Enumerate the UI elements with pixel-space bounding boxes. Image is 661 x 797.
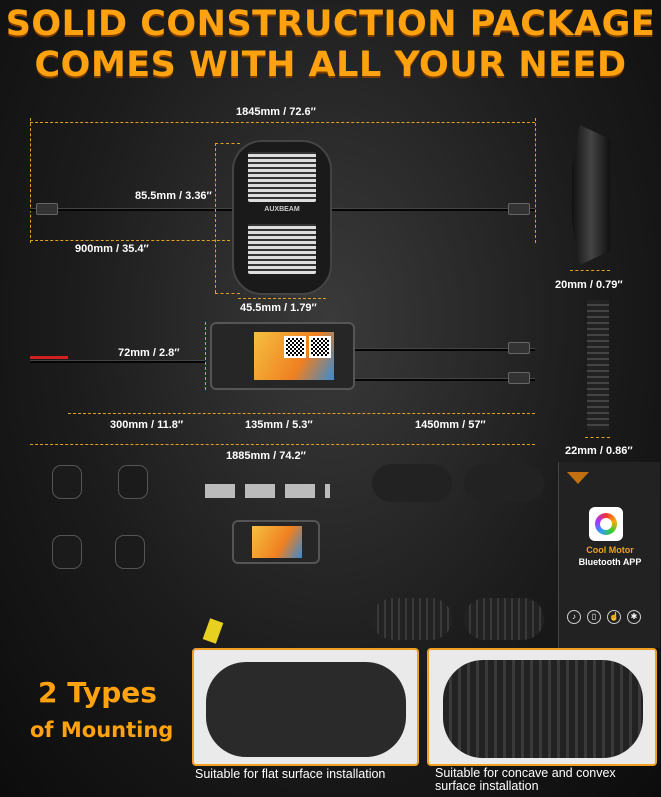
kit-light: [118, 465, 148, 499]
app-card: Cool Motor Bluetooth APP ♪ ▯ ☝ ✱: [558, 462, 660, 648]
mounting-screws: [205, 484, 330, 498]
app-icon: [589, 507, 623, 541]
dim-box-height: 72mm / 2.8″: [118, 347, 180, 359]
dimension-line: [535, 118, 536, 243]
dim-total-light: 1845mm / 72.6″: [236, 106, 316, 118]
concave-caption: Suitable for concave and convex surface …: [435, 766, 616, 793]
connector: [36, 203, 58, 215]
output-cable: [355, 348, 535, 351]
rock-light-front: AUXBEAM: [232, 140, 332, 295]
dim-total-box: 1885mm / 74.2″: [226, 450, 306, 462]
app-subtitle: Bluetooth APP: [578, 557, 642, 567]
dim-light-depth: 20mm / 0.79″: [555, 279, 623, 291]
dim-box-width: 135mm / 5.3″: [245, 419, 313, 431]
rock-light-side: [572, 125, 610, 265]
mounting-heading: 2 Types: [38, 676, 157, 709]
power-cable: [30, 360, 205, 363]
flat-mount-bracket: [372, 464, 452, 502]
concave-mount-bracket: [464, 598, 544, 640]
dim-light-cable: 900mm / 35.4″: [75, 243, 149, 255]
dim-box-depth: 22mm / 0.86″: [565, 445, 633, 457]
dim-light-width: 45.5mm / 1.79″: [240, 302, 317, 314]
brand-logo-icon: [567, 472, 589, 484]
phone-touch-icon: ▯: [587, 610, 601, 624]
kit-control-box: [232, 520, 320, 564]
control-box: [210, 322, 355, 390]
dim-output-cable: 1450mm / 57″: [415, 419, 486, 431]
music-icon: ♪: [567, 610, 581, 624]
control-box-side: [587, 300, 609, 430]
kit-light: [52, 535, 82, 569]
headline-line2: COMES WITH ALL YOUR NEED: [34, 45, 627, 85]
brand-logo: AUXBEAM: [264, 206, 300, 213]
concave-mount-bracket: [372, 598, 452, 640]
connector: [508, 203, 530, 215]
kit-light: [115, 535, 145, 569]
flat-caption: Suitable for flat surface installation: [195, 767, 386, 781]
dimension-line: [30, 122, 535, 123]
mounting-subheading: of Mounting: [30, 718, 174, 742]
dim-power-cable: 300mm / 11.8″: [110, 419, 184, 431]
output-cable: [355, 378, 535, 381]
flat-mount-photo: [192, 648, 419, 766]
flat-mount-bracket: [464, 464, 544, 502]
concave-mount-photo: [427, 648, 657, 766]
dimension-line: [30, 118, 31, 243]
dim-light-height: 85.5mm / 3.36″: [135, 190, 212, 202]
kit-light: [52, 465, 82, 499]
headline-line1: SOLID CONSTRUCTION PACKAGE: [5, 4, 656, 44]
tap-icon: ☝: [607, 610, 621, 624]
app-name: Cool Motor: [586, 545, 634, 555]
pattern-icon: ✱: [627, 610, 641, 624]
